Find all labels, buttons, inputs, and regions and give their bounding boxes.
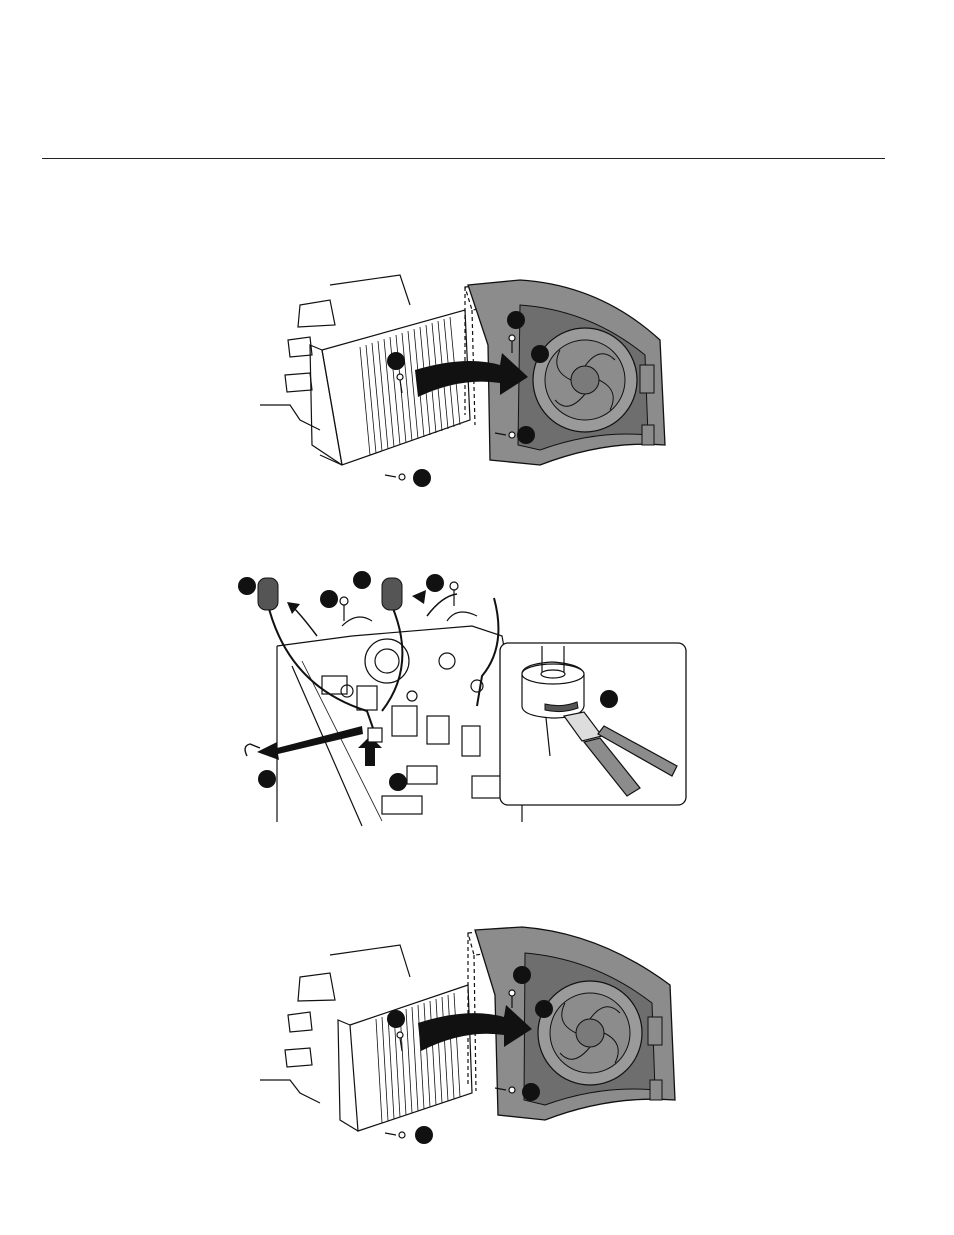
figure-fan-housing-close xyxy=(250,915,690,1150)
figure-fan-housing-open xyxy=(250,265,690,495)
callout-marker-icon xyxy=(600,690,618,708)
connector-icon xyxy=(368,728,382,742)
pull-arrow-icon xyxy=(257,726,382,766)
clip-icon xyxy=(245,744,260,756)
figure-cable-disconnect xyxy=(232,566,692,822)
inset-cable-tie-detail xyxy=(500,643,686,805)
header-rule xyxy=(42,158,885,159)
